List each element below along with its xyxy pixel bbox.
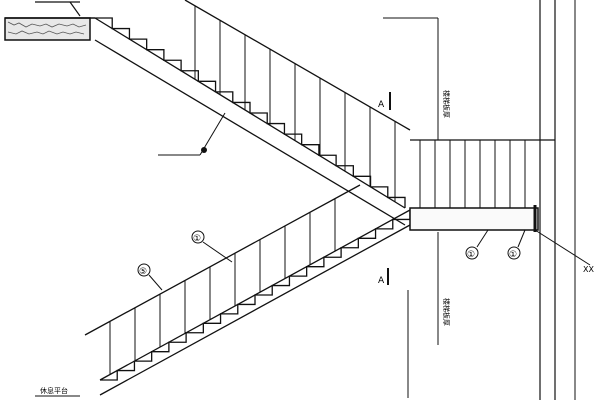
right-wall: [539, 0, 576, 400]
stair-landing: [409, 139, 555, 232]
section-mark-a-lower: A: [378, 276, 385, 286]
callout-upper-rebar: [158, 112, 226, 156]
callout-label-5: ⑤: [139, 267, 147, 277]
bottom-label: 休息平台: [40, 386, 68, 395]
callout-label-4: ①: [509, 250, 517, 260]
lower-stair-flight: [84, 184, 411, 396]
side-tag-label: XX: [583, 265, 594, 274]
section-marker-upper: A: [378, 92, 391, 110]
top-label-leader: [35, 1, 81, 17]
bottom-label-leader: 休息平台: [35, 386, 80, 397]
callout-lower-rebar-a: ①: [191, 230, 233, 263]
level-note-lower: 楼梯板厚: [442, 298, 451, 326]
section-marker-lower: A: [378, 268, 389, 286]
callout-lower-rebar-b: ⑤: [137, 263, 163, 291]
callout-side-tag: XX: [534, 229, 594, 274]
upper-floor-slab: [4, 17, 95, 41]
callout-landing-rebar-b: ①: [507, 229, 526, 260]
dimension-line-upper: 楼梯板厚: [383, 17, 451, 140]
callout-label-3: ①: [467, 250, 475, 260]
section-mark-a-upper: A: [378, 100, 385, 110]
dimension-line-lower: 楼梯板厚: [407, 232, 451, 398]
callout-landing-rebar-a: ①: [465, 229, 489, 260]
callout-label-1: ①: [193, 234, 201, 244]
level-note-upper: 楼梯板厚: [442, 90, 451, 118]
upper-stair-flight: [94, 0, 411, 226]
